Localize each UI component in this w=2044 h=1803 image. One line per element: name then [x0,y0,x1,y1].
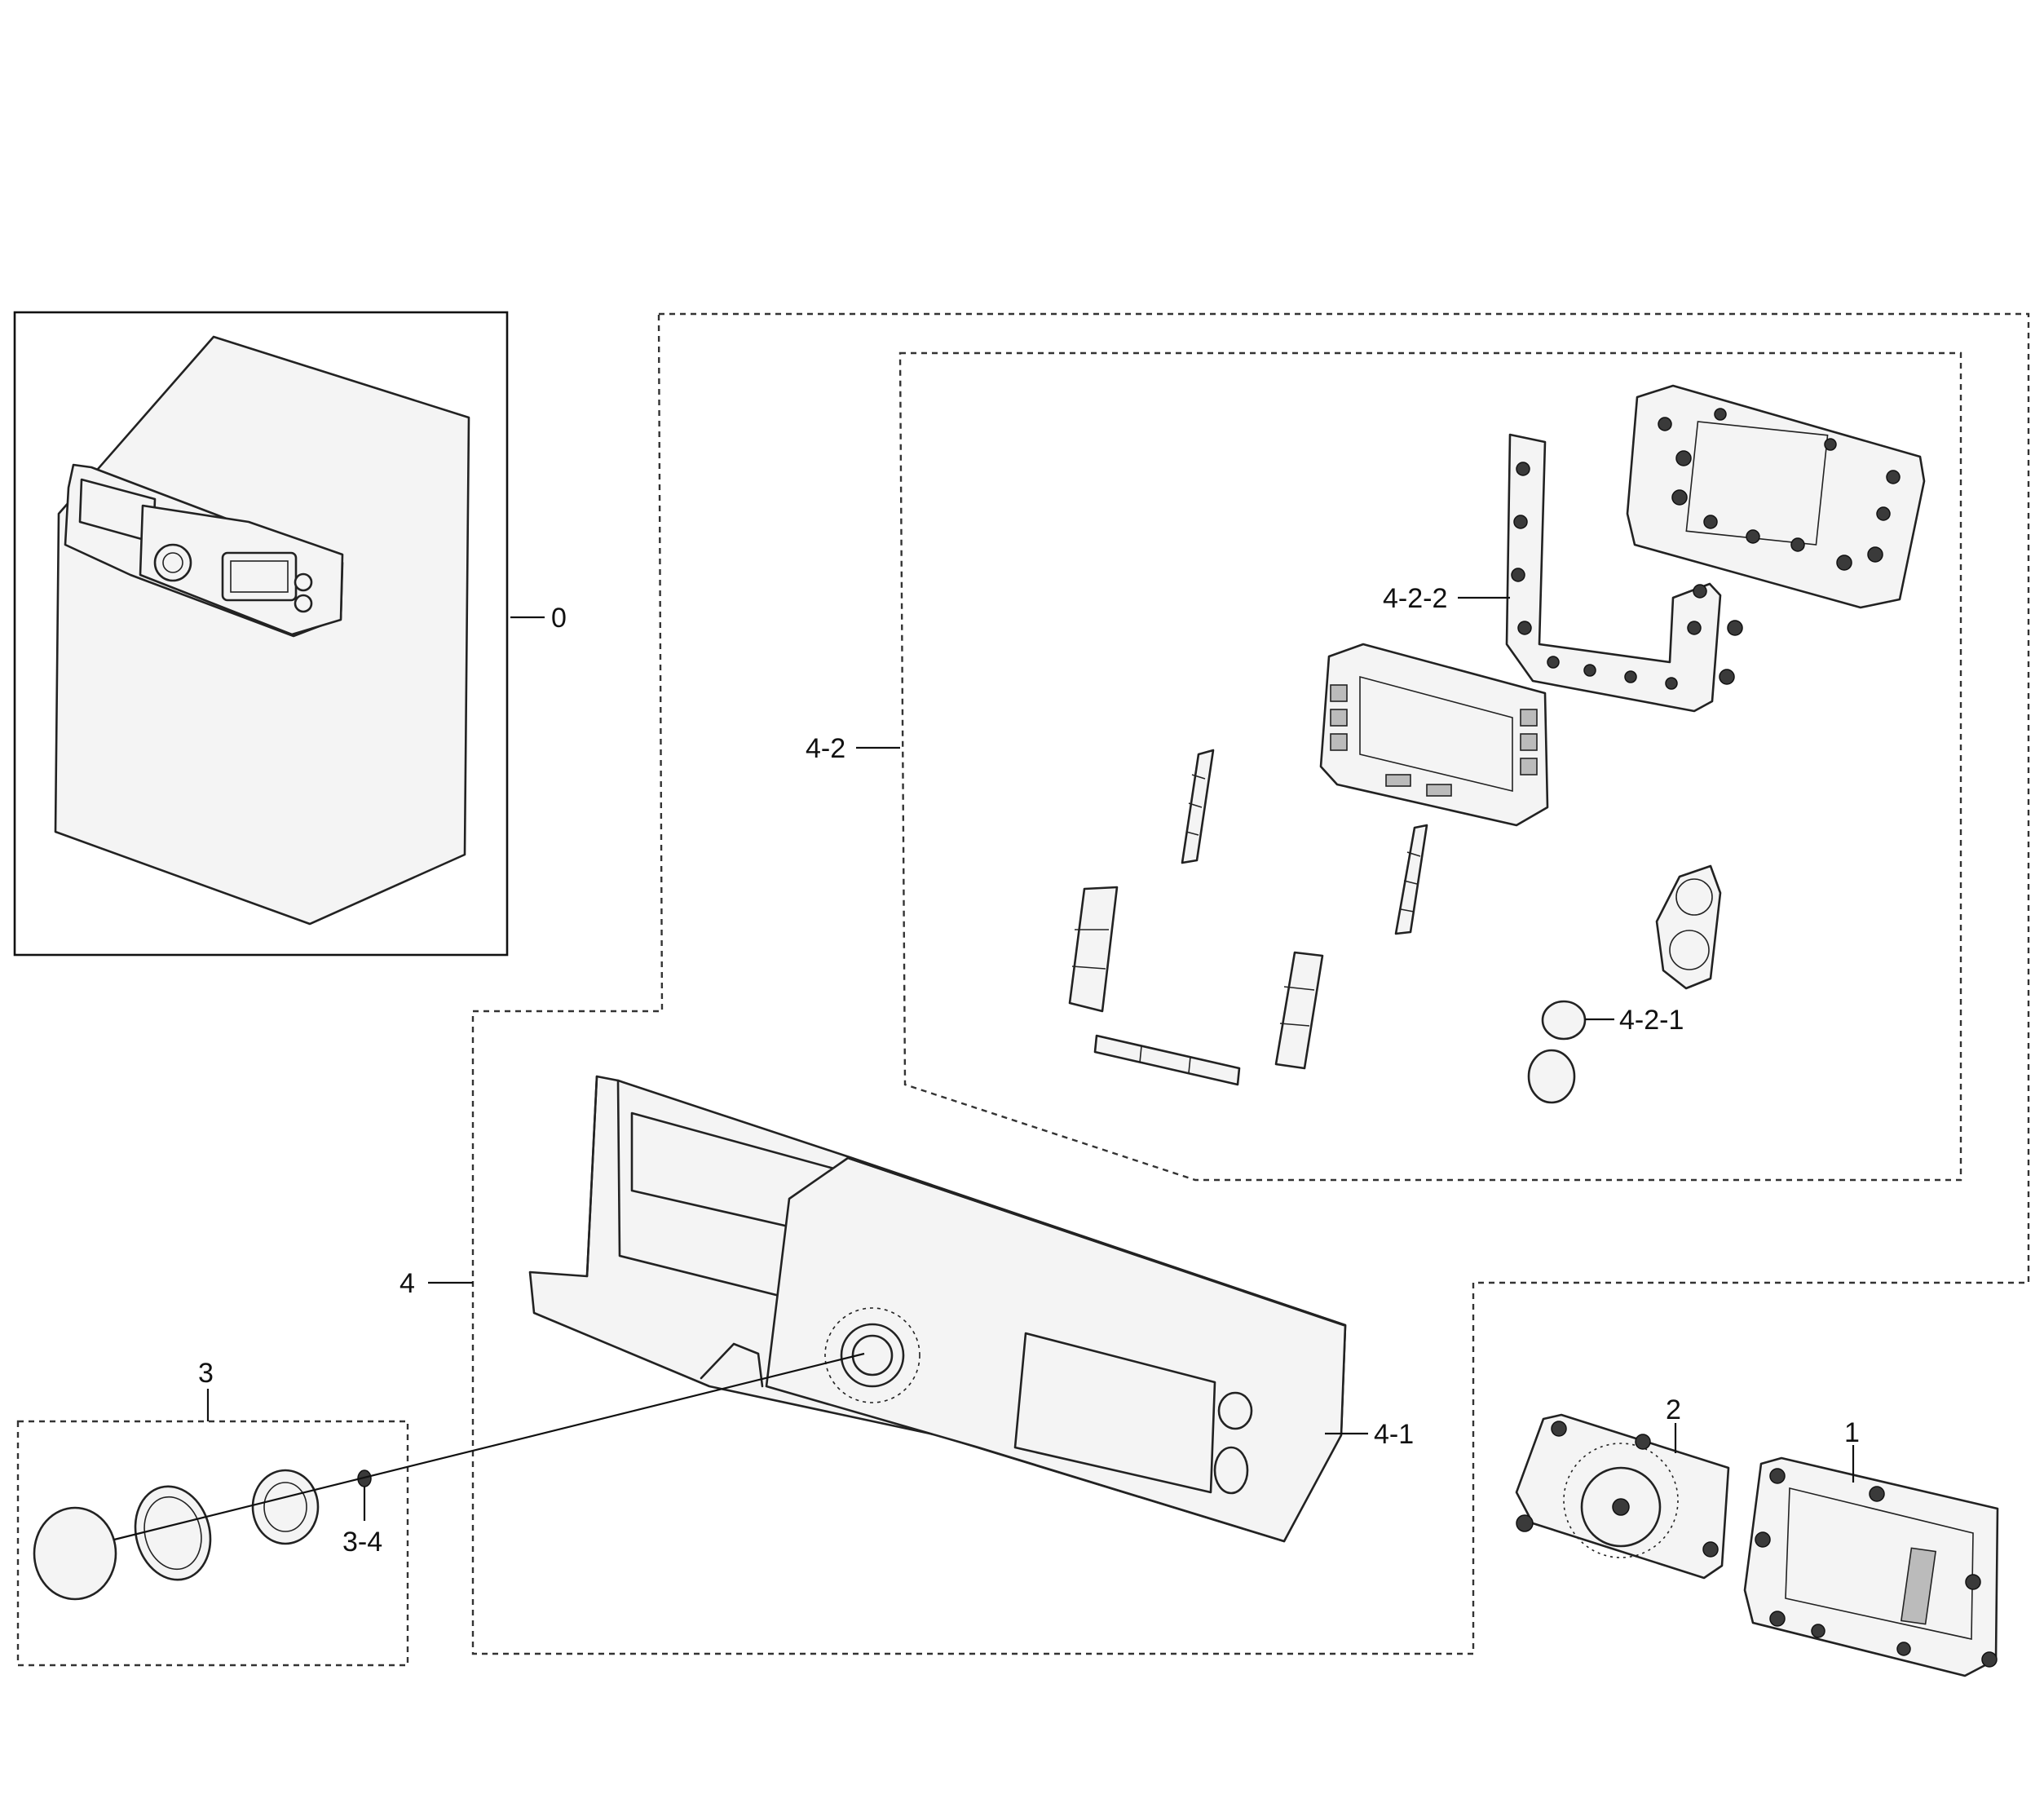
group-4-2-boundary [898,351,1962,1182]
callout-3: 3 [198,1358,214,1389]
callout-4-2-2: 4-2-2 [1383,583,1447,614]
part-0-reference-washer [13,311,509,957]
callout-1: 1 [1844,1417,1860,1448]
group-3-boundary [16,1420,409,1667]
part-light-guide-strips [1181,749,1428,935]
part-1-display-pcb [1743,1456,1999,1677]
callout-2: 2 [1666,1394,1681,1425]
part-4-2-2-key-pcb [1505,433,1743,713]
leader-knob-axis [113,1352,865,1541]
callout-4: 4 [400,1268,415,1299]
part-side-key-buttons [1068,886,1324,1086]
group-4-boundary [471,312,2030,1655]
callout-4-1: 4-1 [1374,1419,1414,1450]
callout-0: 0 [551,603,567,634]
part-display-window-holder [1319,643,1549,827]
callout-4-2: 4-2 [806,733,845,764]
part-3-knob-assembly [33,1469,372,1601]
callout-4-2-1: 4-2-1 [1619,1005,1684,1036]
part-4-2-1-buttons [1527,1000,1587,1104]
part-2-knob-pcb [1515,1413,1730,1580]
part-4-1-control-panel [528,1075,1347,1543]
part-main-pcb [1626,384,1926,609]
callout-3-4: 3-4 [342,1527,382,1558]
part-0-frame [13,311,509,957]
part-button-holder [1655,864,1722,990]
